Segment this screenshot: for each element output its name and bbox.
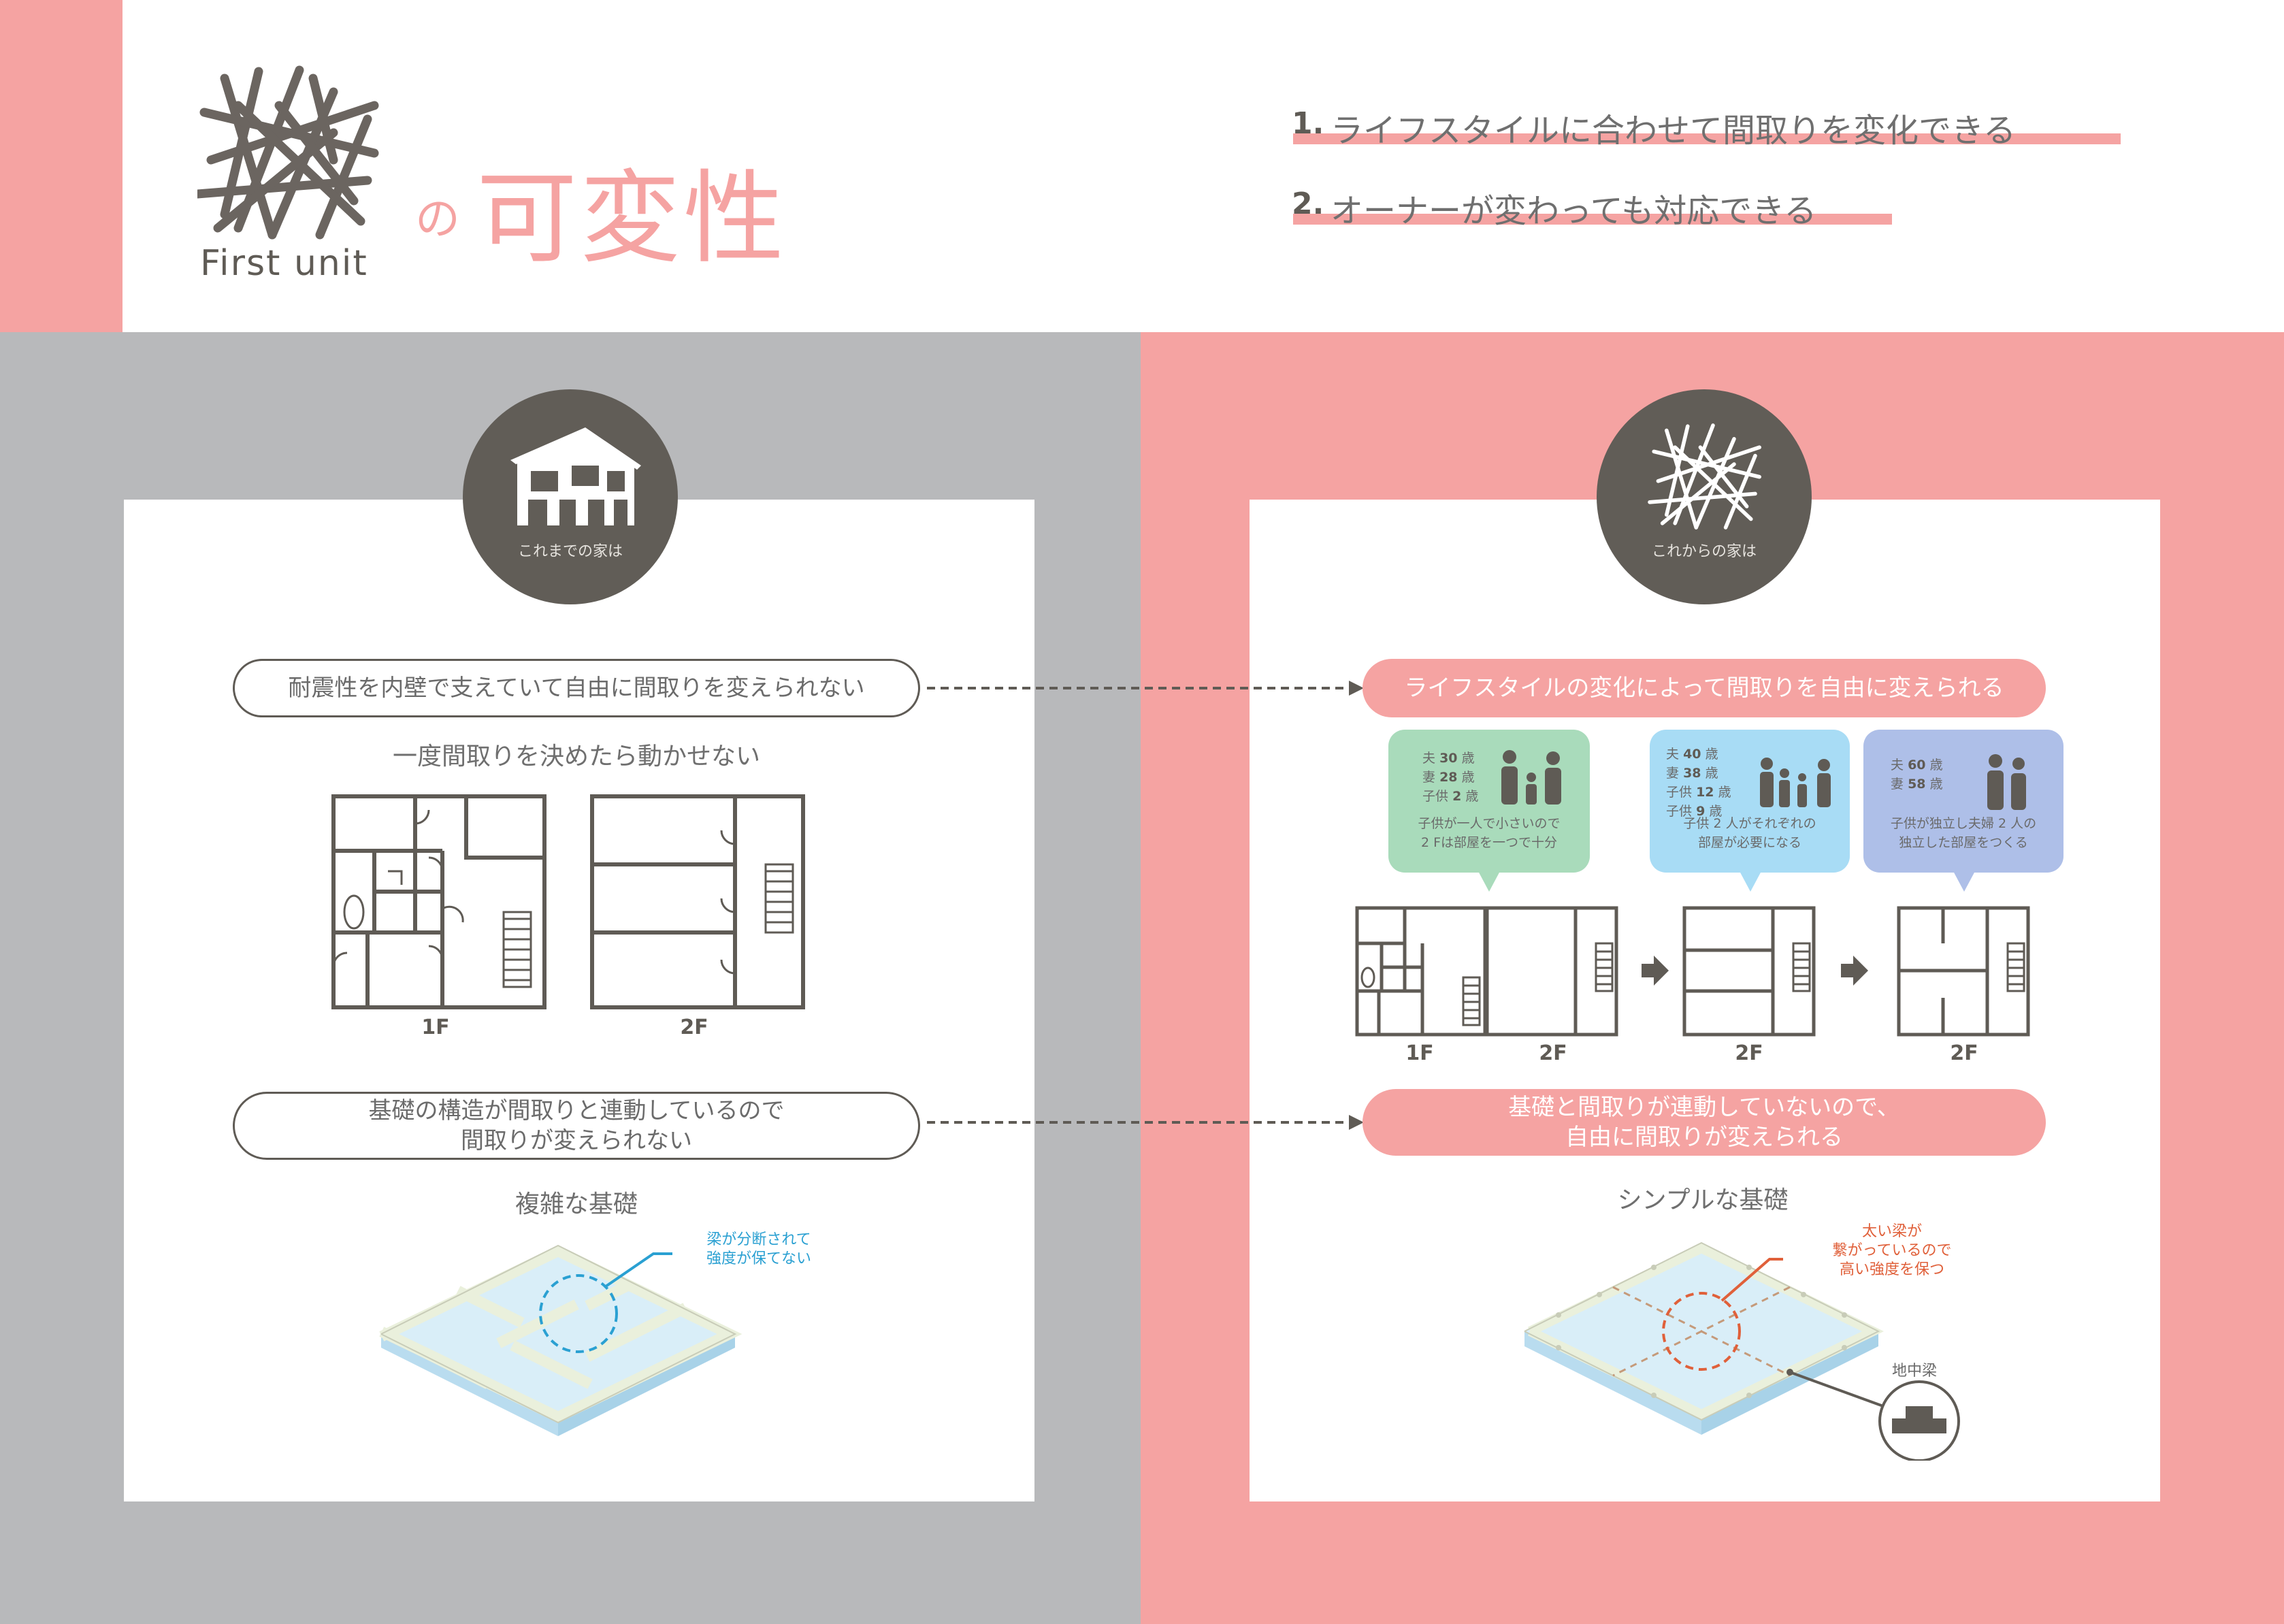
new-foundation-note-line3: 高い強度を保つ xyxy=(1839,1261,1944,1278)
family-bubble-senior-ages: 夫 60 歳 妻 58 歳 xyxy=(1891,758,1943,792)
old-foundation-note-line1: 梁が分断されて xyxy=(706,1231,811,1248)
new-foundation-note-line1: 太い梁が xyxy=(1861,1223,1922,1240)
new-pill-foundation: 基礎と間取りが連動していないので、 自由に間取りが変えられる xyxy=(1363,1089,2046,1156)
first-unit-badge-icon xyxy=(1648,423,1761,530)
connector-arrow-bottom xyxy=(927,1115,1364,1130)
old-floor-label-2f: 2F xyxy=(680,1016,708,1039)
old-house-badge-label: これまでの家は xyxy=(517,543,623,560)
point2-number: 2. xyxy=(1292,186,1324,221)
family-bubble-young: 夫 30 歳 妻 28 歳 子供 2 歳 子供が一人で小さいので 2 Fは部屋を… xyxy=(1388,730,1590,892)
page-title: 可変性 xyxy=(476,160,787,277)
old-caption-fixed-layout: 一度間取りを決めたら動かせない xyxy=(392,743,760,770)
new-foundation-note-line2: 繋がっているので xyxy=(1832,1242,1952,1259)
new-pill-foundation-line1: 基礎と間取りが連動していないので、 xyxy=(1508,1093,1900,1121)
old-pill-earthquake: 耐震性を内壁で支えていて自由に間取りを変えられない xyxy=(233,659,920,717)
new-caption-simple-foundation: シンプルな基礎 xyxy=(1617,1186,1789,1214)
simple-foundation-illustration xyxy=(1524,1241,1960,1461)
new-foundation-note: 太い梁が 繋がっているので 高い強度を保つ xyxy=(1797,1222,1987,1280)
new-floor-plans xyxy=(1355,906,2030,1037)
family-four-icon xyxy=(1760,758,1831,807)
old-caption-complex-foundation: 複雑な基礎 xyxy=(515,1190,638,1218)
family-bubble-senior-desc: 子供が独立し夫婦 2 人の 独立した部屋をつくる xyxy=(1890,816,2037,850)
family-bubble-young-desc: 子供が一人で小さいので 2 Fは部屋を一つで十分 xyxy=(1418,816,1561,850)
top-left-pink-bar xyxy=(0,0,123,332)
family-bubble-young-ages: 夫 30 歳 妻 28 歳 子供 2 歳 xyxy=(1422,751,1479,804)
bubble-tail xyxy=(1953,871,1975,892)
new-floor-label-2: 2F xyxy=(1539,1041,1567,1065)
house-icon xyxy=(510,427,641,525)
point2-underline xyxy=(1293,214,1892,225)
connector-arrow-top xyxy=(927,681,1364,696)
old-floor-label-1f: 1F xyxy=(421,1016,450,1039)
couple-icon xyxy=(1987,754,2026,810)
point2-text: オーナーが変わっても対応できる xyxy=(1331,192,1817,230)
bubble-tail xyxy=(1478,871,1500,892)
point1-number: 1. xyxy=(1292,106,1324,141)
logo: First unit xyxy=(193,65,381,289)
point1-underline xyxy=(1293,133,2121,144)
new-floor-label-4: 2F xyxy=(1950,1041,1978,1065)
family-three-icon xyxy=(1501,750,1561,805)
family-bubble-middle: 夫 40 歳 妻 38 歳 子供 12 歳 子供 9 歳 子供 2 人がそれぞれ… xyxy=(1650,730,1850,892)
old-foundation-note: 梁が分断されて 強度が保てない xyxy=(681,1231,837,1269)
old-foundation-note-line2: 強度が保てない xyxy=(706,1250,811,1267)
old-pill-foundation: 基礎の構造が間取りと連動しているので 間取りが変えられない xyxy=(233,1092,920,1160)
family-bubble-senior: 夫 60 歳 妻 58 歳 子供が独立し夫婦 2 人の 独立した部屋をつくる xyxy=(1863,730,2063,892)
new-floor-label-3: 2F xyxy=(1735,1041,1763,1065)
title-particle: の xyxy=(415,193,460,245)
ground-beam-label: 地中梁 xyxy=(1892,1363,1938,1380)
old-floor-plans xyxy=(331,794,805,1009)
new-pill-lifestyle-text: ライフスタイルの変化によって間取りを自由に変えられる xyxy=(1404,674,2004,702)
new-pill-lifestyle: ライフスタイルの変化によって間取りを自由に変えられる xyxy=(1363,659,2046,717)
new-floor-label-1: 1F xyxy=(1405,1041,1434,1065)
family-bubble-middle-desc: 子供 2 人がそれぞれの 部屋が必要になる xyxy=(1683,816,1816,850)
new-house-badge: これからの家は xyxy=(1597,389,1812,604)
family-bubble-middle-ages: 夫 40 歳 妻 38 歳 子供 12 歳 子供 9 歳 xyxy=(1666,747,1731,819)
old-house-badge: これまでの家は xyxy=(463,389,678,604)
bubble-tail xyxy=(1740,871,1761,892)
new-pill-foundation-line2: 自由に間取りが変えられる xyxy=(1565,1124,1843,1151)
logo-text: First unit xyxy=(200,243,368,284)
new-house-badge-label: これからの家は xyxy=(1651,543,1757,560)
old-pill-foundation-line2: 間取りが変えられない xyxy=(461,1127,692,1154)
point1-text: ライフスタイルに合わせて間取りを変化できる xyxy=(1331,112,2017,150)
old-pill-earthquake-text: 耐震性を内壁で支えていて自由に間取りを変えられない xyxy=(288,674,865,702)
complex-foundation-illustration xyxy=(379,1244,743,1436)
old-pill-foundation-line1: 基礎の構造が間取りと連動しているので xyxy=(368,1097,785,1124)
first-unit-logo-icon xyxy=(193,65,379,240)
